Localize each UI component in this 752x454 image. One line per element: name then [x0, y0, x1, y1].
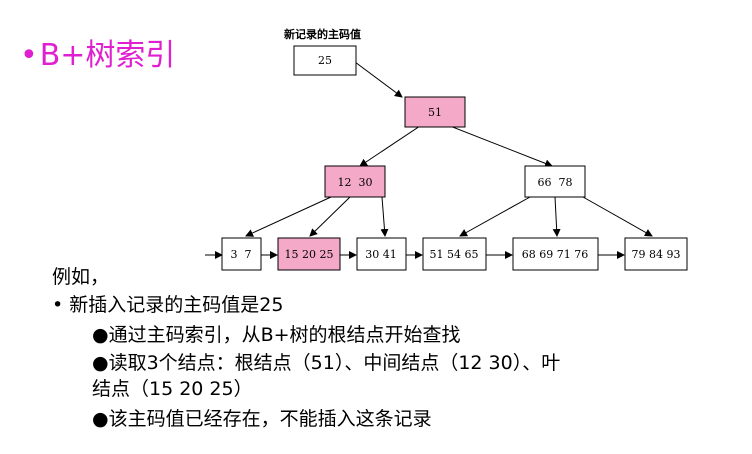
internal-left-keys: 12 30 [338, 176, 373, 189]
bullet-new-key: • 新插入记录的主码值是25 [52, 294, 284, 316]
internal-right-keys: 66 78 [538, 176, 573, 189]
sub-bullet-search: ●通过主码索引，从B+树的根结点开始查找 [92, 324, 461, 346]
edge-left-leaf3 [380, 196, 389, 237]
leaf-5-keys: 68 69 71 76 [522, 248, 588, 261]
edge-left-leaf2 [309, 196, 351, 237]
edge-right-leaf4 [459, 196, 531, 237]
title-text: B+树索引 [39, 38, 176, 73]
root-node [404, 96, 466, 128]
leaf-node-2 [277, 237, 341, 271]
leaf-node-1 [221, 237, 262, 271]
intro-text: 例如， [52, 266, 110, 288]
tree-edges [205, 61, 653, 259]
edge-newkey-root [354, 61, 403, 98]
leaf-4-keys: 51 54 65 [430, 248, 479, 261]
edge-root-left [359, 125, 421, 167]
edge-left-leaf1 [245, 196, 332, 237]
sub-bullet-read-nodes: ●读取3个结点：根结点（51）、中间结点（12 30）、叶 [92, 352, 561, 374]
edge-root-right [449, 125, 553, 168]
new-key-node [293, 45, 357, 76]
leaf-3-keys: 30 41 [365, 248, 397, 261]
title-bullet: • [20, 38, 38, 73]
edge-right-leaf6 [582, 196, 653, 237]
bplus-tree-diagram: 新记录的主码值 25 51 12 30 66 78 3 7 15 20 25 3… [205, 27, 688, 271]
leaf-6-keys: 79 84 93 [632, 248, 681, 261]
new-key-value: 25 [318, 54, 332, 67]
sub-bullet-read-nodes-cont: 结点（15 20 25） [92, 378, 253, 400]
leaf-node-5 [512, 237, 599, 271]
leaf-node-6 [624, 237, 688, 271]
new-key-caption: 新记录的主码值 [284, 27, 361, 41]
leaf-node-3 [356, 237, 407, 271]
internal-node-left [324, 165, 386, 198]
internal-node-right [524, 165, 586, 198]
leaf-node-4 [422, 237, 487, 271]
leaf-2-keys: 15 20 25 [285, 248, 334, 261]
leaf-1-keys: 3 7 [231, 248, 252, 261]
slide-title: •B+树索引 [20, 30, 175, 74]
sub-bullet-conclusion: ●该主码值已经存在，不能插入这条记录 [92, 408, 432, 430]
edge-right-leaf5 [552, 196, 561, 237]
root-keys: 51 [428, 106, 442, 119]
